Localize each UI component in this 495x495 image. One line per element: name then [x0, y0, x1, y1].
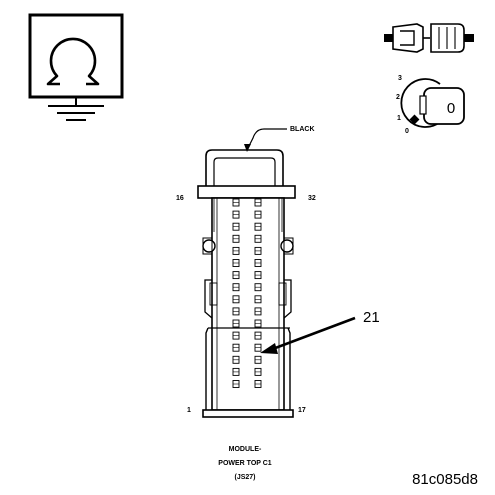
- connector-color-label: BLACK: [290, 126, 315, 133]
- pin-label-top-left: 16: [176, 195, 184, 202]
- key-position-label: 0: [447, 100, 455, 117]
- ignition-position-label: 1: [397, 115, 401, 122]
- connector-plug-icon: [384, 23, 474, 53]
- pin-label-top-right: 32: [308, 195, 316, 202]
- connector-name-line2: POWER TOP C1: [218, 460, 272, 467]
- ignition-position-label: 0: [405, 128, 409, 135]
- connector-name-line1: MODULE-: [229, 446, 262, 453]
- ohm-meter-icon: [28, 13, 124, 121]
- ignition-position-label: 3: [398, 75, 402, 82]
- pin-label-bottom-left: 1: [187, 407, 191, 414]
- pin-label-bottom-right: 17: [298, 407, 306, 414]
- figure-id: 81c085d8: [412, 471, 478, 488]
- ignition-position-label: 2: [396, 94, 400, 101]
- connector-name-line3: (JS27): [234, 474, 255, 481]
- pin-callout-arrow: [260, 343, 278, 354]
- highlight-pin-label: 21: [363, 309, 380, 326]
- pin-cavities: [232, 198, 262, 388]
- connector-body: [197, 149, 296, 418]
- ignition-key-icon: 0 3 2 1 0: [396, 75, 465, 135]
